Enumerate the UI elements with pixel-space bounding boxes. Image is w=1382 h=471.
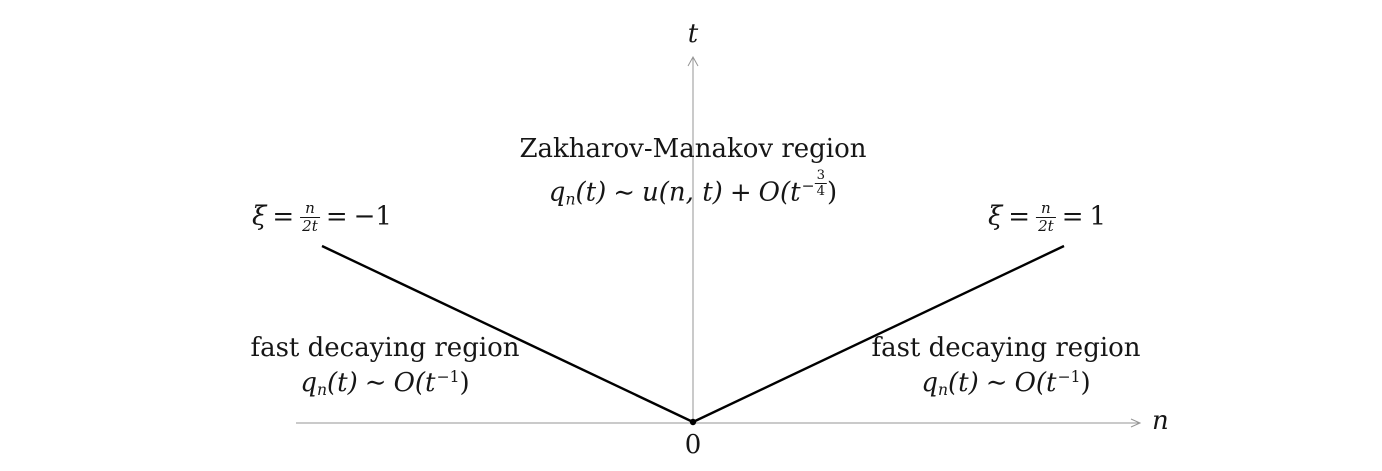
origin-dot <box>689 418 697 426</box>
equals-sign: = <box>1008 201 1031 232</box>
q-subscript: n <box>565 190 576 209</box>
close-paren: ) <box>1080 368 1091 398</box>
plus-sign: + <box>729 177 752 208</box>
exponent: −1 <box>436 367 460 386</box>
fraction-denominator: 2t <box>302 217 318 236</box>
q-subscript: n <box>316 380 328 399</box>
zakharov-manakov-region-title: Zakharov-Manakov region <box>519 134 867 164</box>
ray-value: −1 <box>353 201 392 232</box>
tilde-operator: ∼ <box>613 177 636 208</box>
big-o-symbol: O <box>758 177 780 208</box>
n-axis-label: n <box>1152 406 1169 436</box>
close-paren: ) <box>827 177 838 208</box>
ray-value: 1 <box>1089 201 1107 232</box>
equals-sign: = <box>272 201 295 232</box>
u-term: u(n, t) <box>642 177 723 208</box>
xi-symbol: ξ <box>252 201 267 232</box>
t-axis-arrowhead <box>687 55 699 67</box>
right-fast-decay-formula: qn(t)∼O(t−1) <box>921 367 1090 400</box>
q-symbol: q <box>300 368 317 398</box>
left-ray <box>321 244 694 424</box>
q-symbol: q <box>921 368 938 398</box>
big-o-symbol: O <box>393 368 415 398</box>
q-subscript: n <box>937 380 949 399</box>
of-t: (t) <box>575 177 607 208</box>
big-o-symbol: O <box>1014 368 1036 398</box>
open-paren-t: (t <box>779 177 801 208</box>
fraction-numerator: n <box>300 199 320 219</box>
tilde-operator: ∼ <box>985 368 1008 398</box>
of-t: (t) <box>948 368 979 398</box>
q-symbol: q <box>548 177 566 208</box>
tilde-operator: ∼ <box>364 368 387 398</box>
right-ray <box>692 244 1065 424</box>
exponent-minus: − <box>801 177 815 196</box>
t-axis-label: t <box>687 19 699 49</box>
fraction-numerator: 3 <box>814 168 828 185</box>
origin-label: 0 <box>684 430 702 460</box>
exponent: −1 <box>1057 367 1081 386</box>
n-axis-arrowhead <box>1130 418 1142 428</box>
equals-sign: = <box>325 201 348 232</box>
right-fast-decay-title: fast decaying region <box>871 333 1141 363</box>
fraction-denominator: 4 <box>816 184 826 200</box>
left-fast-decay-title: fast decaying region <box>250 333 520 363</box>
close-paren: ) <box>459 368 470 398</box>
equals-sign: = <box>1061 201 1084 232</box>
fraction-denominator: 2t <box>1038 217 1054 236</box>
open-paren-t: (t <box>414 368 436 398</box>
left-fast-decay-formula: qn(t)∼O(t−1) <box>300 367 469 400</box>
xi-symbol: ξ <box>987 201 1003 232</box>
of-t: (t) <box>327 368 358 398</box>
fraction-numerator: n <box>1036 199 1056 219</box>
open-paren-t: (t <box>1035 368 1057 398</box>
